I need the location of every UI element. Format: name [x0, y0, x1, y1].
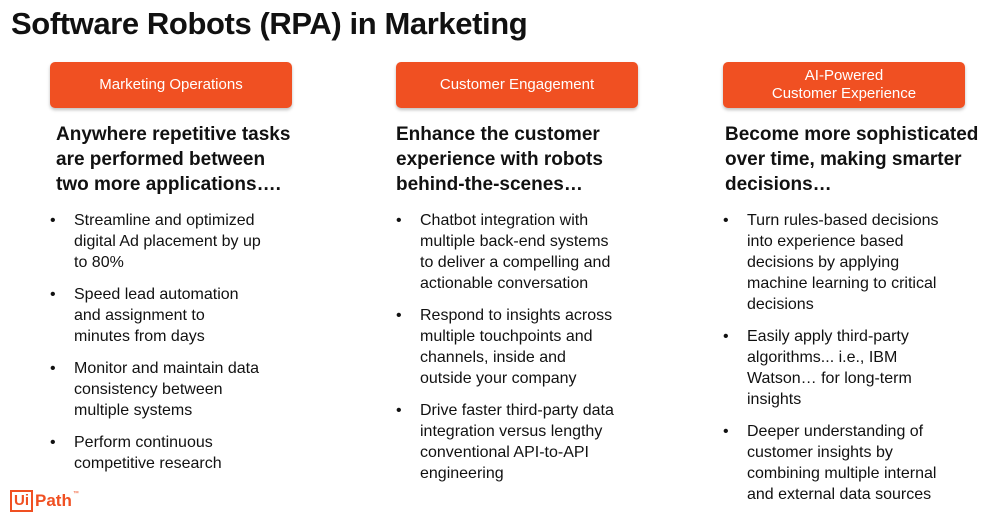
- list-item-text: Speed lead automation and assignment to …: [74, 286, 239, 345]
- column-headline: Anywhere repetitive tasks are performed …: [56, 124, 291, 195]
- trademark-symbol: ™: [72, 491, 79, 497]
- bullet-icon: •: [396, 307, 402, 324]
- bullet-icon: •: [396, 212, 402, 229]
- uipath-logo: Ui Path ™: [10, 490, 79, 512]
- logo-wordmark: Path: [35, 491, 72, 510]
- list-item-text: Drive faster third-party data integratio…: [420, 402, 614, 482]
- category-label-customer-engagement: Customer Engagement: [396, 62, 638, 108]
- list-item: • Easily apply third-party algorithms... …: [723, 326, 993, 410]
- list-item: • Monitor and maintain data consistency b…: [50, 358, 330, 421]
- bullet-icon: •: [723, 212, 729, 229]
- bullet-icon: •: [50, 212, 56, 229]
- list-item-text: Deeper understanding of customer insight…: [747, 423, 937, 503]
- list-item: • Streamline and optimized digital Ad pla…: [50, 210, 330, 273]
- list-item-text: Monitor and maintain data consistency be…: [74, 360, 259, 419]
- list-item: • Speed lead automation and assignment to…: [50, 284, 330, 347]
- bullet-list: • Chatbot integration with multiple back-…: [396, 210, 696, 484]
- list-item: • Perform continuous competitive research: [50, 432, 330, 474]
- list-item: • Deeper understanding of customer insigh…: [723, 421, 993, 505]
- bullet-icon: •: [396, 402, 402, 419]
- category-label-ai-powered-customer-experience: AI-Powered Customer Experience: [723, 62, 965, 108]
- column-customer-engagement: Customer Engagement Enhance the customer…: [396, 62, 696, 495]
- list-item-text: Streamline and optimized digital Ad plac…: [74, 212, 261, 271]
- column-ai-powered-customer-experience: AI-Powered Customer Experience Become mo…: [723, 62, 993, 516]
- list-item-text: Chatbot integration with multiple back-e…: [420, 212, 611, 292]
- category-label-marketing-operations: Marketing Operations: [50, 62, 292, 108]
- column-headline: Become more sophisticated over time, mak…: [725, 124, 979, 195]
- bullet-list: • Streamline and optimized digital Ad pla…: [50, 210, 330, 474]
- bullet-icon: •: [50, 286, 56, 303]
- list-item: • Drive faster third-party data integrati…: [396, 400, 696, 484]
- column-headline: Enhance the customer experience with rob…: [396, 124, 603, 195]
- list-item: • Turn rules-based decisions into experie…: [723, 210, 993, 315]
- list-item-text: Perform continuous competitive research: [74, 434, 222, 472]
- logo-mark: Ui: [10, 490, 33, 512]
- list-item-text: Respond to insights across multiple touc…: [420, 307, 613, 387]
- page-title: Software Robots (RPA) in Marketing: [11, 6, 528, 41]
- bullet-list: • Turn rules-based decisions into experie…: [723, 210, 993, 505]
- list-item-text: Easily apply third-party algorithms... i…: [747, 328, 912, 408]
- list-item: • Respond to insights across multiple tou…: [396, 305, 696, 389]
- bullet-icon: •: [723, 328, 729, 345]
- column-marketing-operations: Marketing Operations Anywhere repetitive…: [50, 62, 330, 485]
- list-item-text: Turn rules-based decisions into experien…: [747, 212, 939, 313]
- bullet-icon: •: [50, 360, 56, 377]
- bullet-icon: •: [723, 423, 729, 440]
- list-item: • Chatbot integration with multiple back-…: [396, 210, 696, 294]
- bullet-icon: •: [50, 434, 56, 451]
